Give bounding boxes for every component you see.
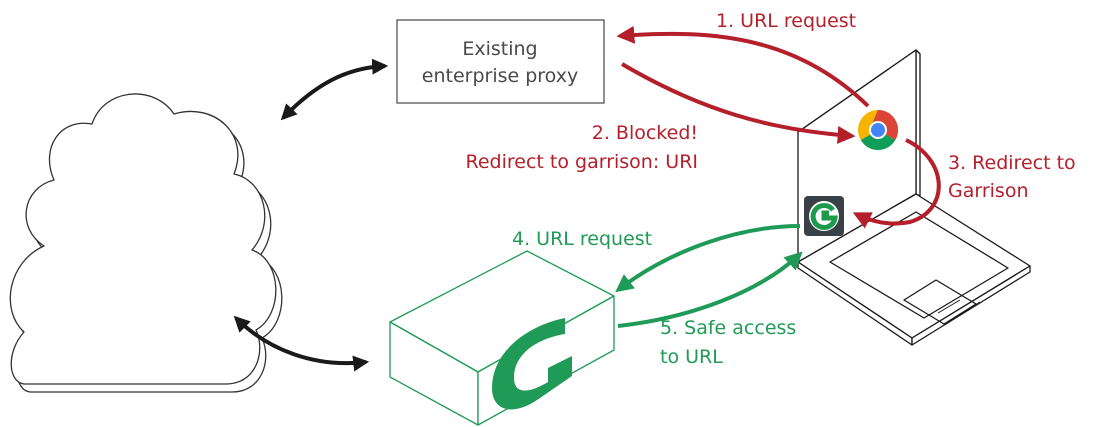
step1-label: 1. URL request: [716, 10, 856, 32]
cloud-proxy-arrow: [280, 58, 389, 121]
enterprise-proxy-box: Existing enterprise proxy: [396, 19, 605, 104]
step5-label-line1: 5. Safe access: [660, 317, 796, 339]
chrome-icon: [858, 110, 898, 150]
proxy-label-line1: Existing: [462, 38, 537, 60]
url-request-arrow: [616, 25, 870, 108]
step3-label-line1: 3. Redirect to: [948, 152, 1076, 174]
redirect-to-garrison-arrow: [852, 138, 941, 229]
proxy-label-line2: enterprise proxy: [422, 65, 578, 87]
blocked-redirect-arrow: [620, 62, 856, 144]
step4-label: 4. URL request: [512, 228, 652, 250]
garrison-url-request-arrow: [615, 224, 801, 293]
garrison-appliance-icon: [389, 250, 615, 426]
cloud-garrison-arrow: [233, 315, 370, 372]
step2-label-line2: Redirect to garrison: URI: [466, 151, 699, 173]
step3-label-line2: Garrison: [948, 180, 1029, 202]
safe-access-arrow: [617, 251, 803, 328]
garrison-g-icon: [804, 196, 844, 236]
step5-label-line2: to URL: [660, 346, 723, 368]
cloud-icon: [9, 93, 283, 393]
step2-label-line1: 2. Blocked!: [592, 122, 698, 144]
